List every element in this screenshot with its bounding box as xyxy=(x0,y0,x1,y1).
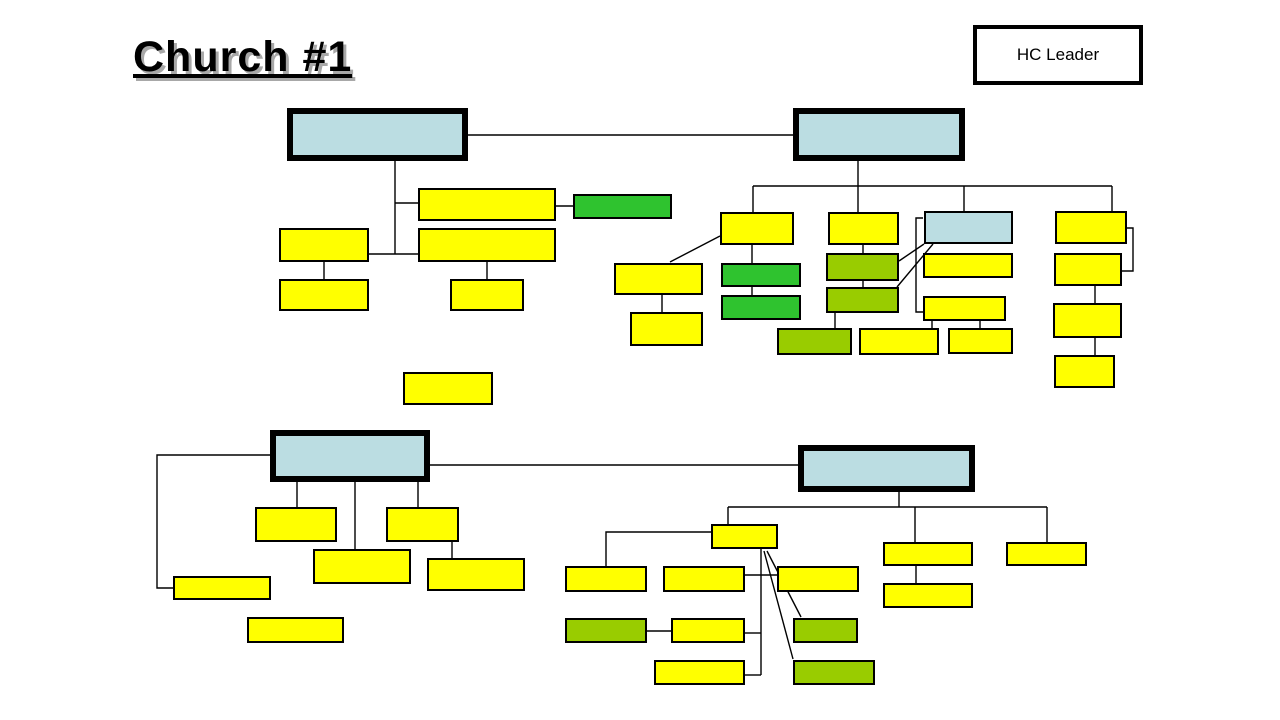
org-node-hub xyxy=(711,524,778,549)
legend-label: HC Leader xyxy=(1016,45,1100,64)
org-node xyxy=(883,542,973,566)
org-node xyxy=(1053,303,1122,338)
org-node xyxy=(386,507,459,542)
legend-hc-leader: HC Leader xyxy=(973,25,1143,85)
org-node xyxy=(793,660,875,685)
org-node xyxy=(279,279,369,311)
connector-line xyxy=(896,243,934,288)
org-node xyxy=(1006,542,1087,566)
connector-line xyxy=(1122,227,1134,272)
org-node xyxy=(654,660,745,685)
org-node xyxy=(663,566,745,592)
org-node-unconnected xyxy=(403,372,493,405)
org-node xyxy=(573,194,672,219)
connector-line xyxy=(898,243,925,262)
org-node xyxy=(1055,211,1127,244)
org-node xyxy=(418,228,556,262)
org-node xyxy=(923,253,1013,278)
connector-line xyxy=(763,550,794,660)
org-node xyxy=(313,549,411,584)
hc-leader-node-top-right xyxy=(793,108,965,161)
org-node xyxy=(565,566,647,592)
hc-leader-node-bottom-left xyxy=(270,430,430,482)
org-node xyxy=(173,576,271,600)
connector-line xyxy=(915,217,923,313)
connector-line xyxy=(605,531,711,566)
org-node xyxy=(1054,253,1122,286)
org-node xyxy=(883,583,973,608)
org-node xyxy=(1054,355,1115,388)
org-node xyxy=(826,287,899,313)
connector-line xyxy=(669,235,721,263)
org-node xyxy=(614,263,703,295)
org-node xyxy=(279,228,369,262)
org-node xyxy=(859,328,939,355)
page-title: Church #1 xyxy=(133,33,353,81)
org-node xyxy=(948,328,1013,354)
org-node xyxy=(720,212,794,245)
org-node xyxy=(793,618,858,643)
org-node xyxy=(828,212,899,245)
org-node xyxy=(777,566,859,592)
org-node xyxy=(255,507,337,542)
org-node xyxy=(777,328,852,355)
org-node xyxy=(721,295,801,320)
org-node xyxy=(630,312,703,346)
org-node xyxy=(450,279,524,311)
org-node xyxy=(721,263,801,287)
connector-line xyxy=(156,454,270,589)
org-node xyxy=(923,296,1006,321)
org-node xyxy=(565,618,647,643)
org-node xyxy=(427,558,525,591)
hc-leader-node-top-left xyxy=(287,108,468,161)
org-node-unconnected xyxy=(247,617,344,643)
hc-leader-node-bottom-right xyxy=(798,445,975,492)
org-node xyxy=(671,618,745,643)
org-node-blue xyxy=(924,211,1013,244)
org-node xyxy=(826,253,899,281)
org-node xyxy=(418,188,556,221)
